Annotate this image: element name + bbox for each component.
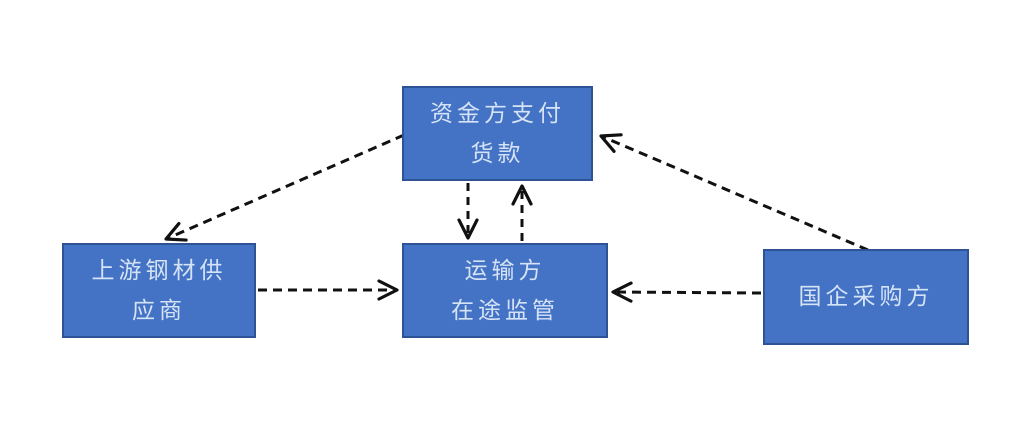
node-steel-supplier: 上游钢材供 应商 bbox=[62, 243, 256, 338]
node-transport-supervision: 运输方 在途监管 bbox=[402, 243, 608, 338]
node-transporter-label-line2: 在途监管 bbox=[451, 297, 559, 324]
node-purchaser-label-line1: 国企采购方 bbox=[798, 284, 934, 310]
arrow-purchaser-to-transporter bbox=[611, 281, 762, 303]
arrow-funder-to-supplier bbox=[164, 133, 405, 242]
node-funder-label-line1: 资金方支付 bbox=[430, 100, 565, 127]
node-supplier-label-line1: 上游钢材供 bbox=[91, 257, 227, 284]
node-transporter-label-line1: 运输方 bbox=[464, 257, 546, 284]
node-funder-pays: 资金方支付 货款 bbox=[402, 86, 593, 181]
node-supplier-label-line2: 应商 bbox=[132, 297, 186, 324]
node-soe-purchaser: 国企采购方 bbox=[763, 249, 969, 345]
node-funder-label-line2: 货款 bbox=[470, 140, 525, 167]
arrow-purchaser-to-funder bbox=[599, 133, 869, 252]
